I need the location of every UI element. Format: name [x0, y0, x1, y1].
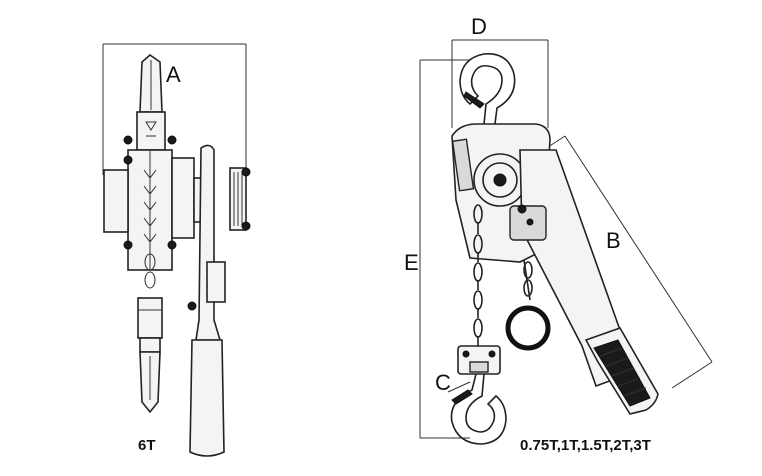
- right-load-chain: [473, 204, 483, 346]
- dimension-a: A: [102, 43, 247, 175]
- dimension-label-c: C: [435, 370, 451, 395]
- dimension-label-a: A: [166, 62, 181, 87]
- right-view-0.75t-3t: D E B: [404, 14, 713, 454]
- dimension-label-b: B: [606, 228, 621, 253]
- hand-ring: [505, 259, 551, 351]
- dimension-d: D: [451, 14, 549, 128]
- left-view-6t: A: [102, 43, 251, 457]
- dimension-b: B: [524, 135, 713, 389]
- top-hook-block: [136, 111, 166, 151]
- handle-grip-side: [189, 339, 225, 457]
- lever-arm-side: [195, 144, 222, 341]
- load-sheave: [473, 153, 527, 207]
- dimension-e: E: [404, 59, 470, 439]
- gear-housing: [103, 169, 129, 233]
- dimension-c: C: [435, 370, 471, 395]
- handle-grip: [584, 327, 659, 415]
- dimension-label-d: D: [471, 14, 487, 39]
- left-model-caption: 6T: [138, 437, 156, 454]
- right-models-caption: 0.75T,1T,1.5T,2T,3T: [520, 437, 651, 454]
- dimension-label-e: E: [404, 250, 419, 275]
- brake-housing: [171, 157, 195, 239]
- left-load-chain: [143, 169, 157, 289]
- bottom-hook-block: [137, 297, 163, 339]
- top-hook: [459, 53, 516, 125]
- bottom-hook: [450, 373, 507, 445]
